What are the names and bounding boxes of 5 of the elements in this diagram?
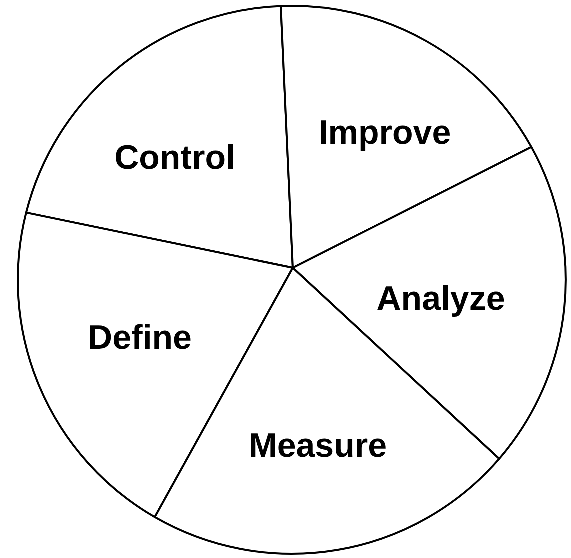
segment-label: Measure [249, 427, 387, 465]
segment-label: Improve [318, 114, 452, 152]
segment-label: Define [88, 319, 192, 357]
segment-label: Analyze [376, 280, 506, 318]
segment-label: Control [114, 139, 236, 177]
